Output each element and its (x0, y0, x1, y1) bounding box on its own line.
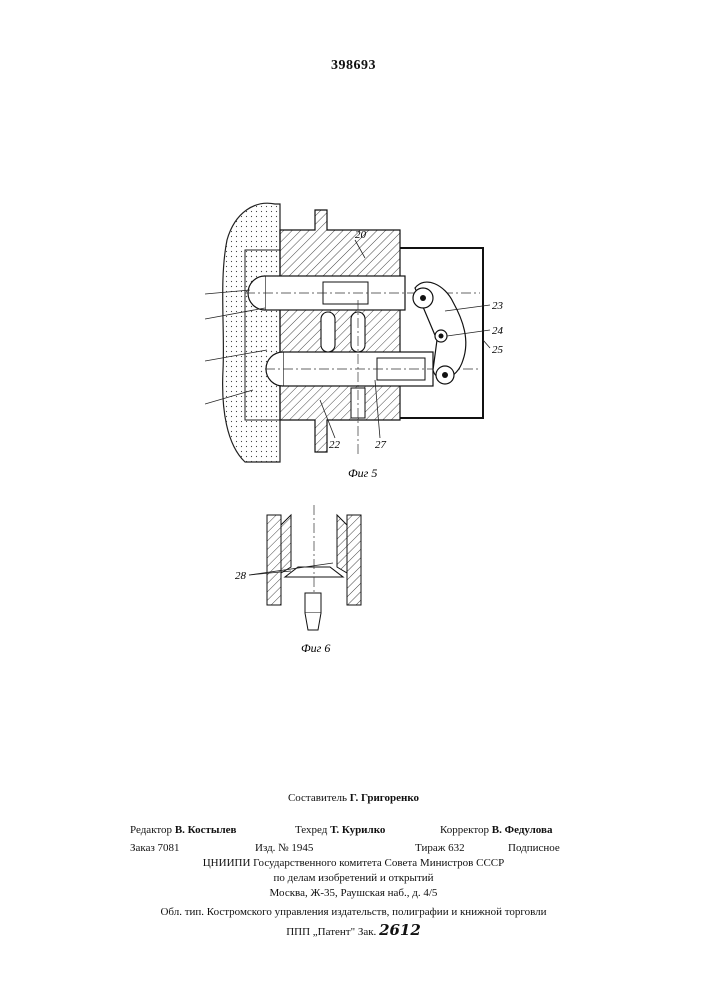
compiler-label: Составитель (288, 792, 347, 804)
ppp-order-handwritten: 2612 (379, 921, 421, 939)
figure-6-drawing: 28 Фиг 6 (235, 505, 395, 660)
label-22: 22 (329, 439, 341, 451)
label-25: 25 (492, 344, 504, 356)
patent-number: 398693 (0, 58, 707, 74)
org-line-3: Москва, Ж-35, Раушская наб., д. 4/5 (0, 887, 707, 899)
printer-line: Обл. тип. Костромского управления издате… (0, 906, 707, 918)
techred-label: Техред (295, 824, 327, 836)
corrector: Корректор В. Федулова (440, 824, 552, 836)
label-20: 20 (355, 229, 367, 241)
org-line-2: по делам изобретений и открытий (0, 872, 707, 884)
label-27: 27 (375, 439, 387, 451)
edition-number: Изд. № 1945 (255, 842, 313, 854)
editor: Редактор В. Костылев (130, 824, 236, 836)
editor-name: В. Костылев (175, 824, 237, 836)
label-24: 24 (492, 325, 504, 337)
compiler-name: Г. Григоренко (350, 792, 419, 804)
corrector-name: В. Федулова (492, 824, 553, 836)
pin-tip (305, 593, 321, 613)
circulation: Тираж 632 (415, 842, 465, 854)
corrector-label: Корректор (440, 824, 489, 836)
techred: Техред Т. Курилко (295, 824, 385, 836)
org-line-1: ЦНИИПИ Государственного комитета Совета … (0, 857, 707, 869)
ppp-text: ППП „Патент" Зак. (286, 926, 376, 938)
label-23: 23 (492, 300, 504, 312)
ppp-line: ППП „Патент" Зак. 2612 (0, 921, 707, 939)
figure-5-caption: Фиг 5 (348, 466, 377, 480)
subscription: Подписное (508, 842, 560, 854)
label-28: 28 (235, 570, 247, 582)
figure-6-caption: Фиг 6 (301, 641, 330, 655)
order-number: Заказ 7081 (130, 842, 180, 854)
compiler-line: Составитель Г. Григоренко (0, 792, 707, 804)
housing-block (280, 210, 400, 452)
techred-name: Т. Курилко (330, 824, 385, 836)
figure-5-drawing: 20 23 24 25 29 21 26 30 22 27 Фиг 5 (205, 190, 515, 485)
editor-label: Редактор (130, 824, 172, 836)
